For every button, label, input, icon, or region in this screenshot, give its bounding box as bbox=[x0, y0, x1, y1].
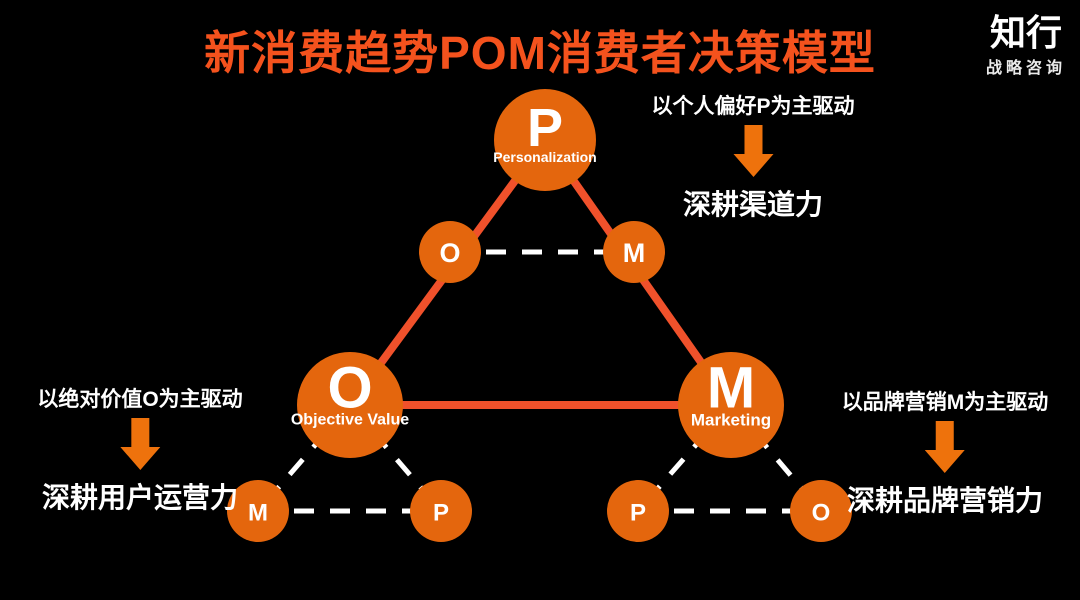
annotation-p-result: 深耕渠道力 bbox=[682, 189, 824, 220]
node-o-mid-letter: O bbox=[439, 238, 460, 268]
node-o-mid: O bbox=[419, 221, 481, 283]
annotation-m-driver: 以品牌营销M为主驱动 bbox=[841, 391, 1049, 414]
node-m-mid: M bbox=[603, 221, 665, 283]
node-m-label: Marketing bbox=[691, 411, 771, 430]
node-m-sub-left-letter: M bbox=[248, 500, 268, 527]
annotation-o-result: 深耕用户运营力 bbox=[41, 482, 238, 513]
down-arrow-icon bbox=[120, 418, 160, 470]
annotation-p-driver: 以个人偏好P为主驱动 bbox=[651, 95, 855, 118]
annotation-personalization: 以个人偏好P为主驱动 深耕渠道力 bbox=[651, 90, 854, 223]
brand-logo: 知行 战略咨询 bbox=[986, 12, 1066, 78]
node-o-label: Objective Value bbox=[291, 412, 409, 429]
node-m-mid-letter: M bbox=[623, 238, 646, 268]
node-marketing: M Marketing bbox=[678, 352, 784, 458]
node-p-sub-right: P bbox=[607, 480, 669, 542]
brand-logo-subtitle: 战略咨询 bbox=[985, 60, 1066, 78]
annotation-marketing: 以品牌营销M为主驱动 深耕品牌营销力 bbox=[842, 386, 1049, 519]
node-p-sub-right-letter: P bbox=[630, 500, 646, 527]
node-personalization: P Personalization bbox=[493, 89, 597, 191]
node-p-sub-left-letter: P bbox=[433, 500, 449, 527]
node-p-letter: P bbox=[527, 98, 563, 158]
node-m-letter: M bbox=[707, 356, 755, 421]
annotation-m-result: 深耕品牌营销力 bbox=[846, 485, 1043, 516]
annotation-o-driver: 以绝对价值O为主驱动 bbox=[37, 388, 243, 411]
down-arrow-icon bbox=[732, 125, 773, 177]
node-p-label: Personalization bbox=[493, 149, 596, 165]
brand-logo-name: 知行 bbox=[989, 12, 1062, 53]
node-o-sub-right: O bbox=[790, 480, 852, 542]
node-o-letter: O bbox=[327, 356, 372, 421]
annotation-objective-value: 以绝对价值O为主驱动 深耕用户运营力 bbox=[37, 383, 242, 516]
down-arrow-icon bbox=[925, 421, 965, 473]
node-o-sub-right-letter: O bbox=[812, 500, 831, 527]
node-m-sub-left: M bbox=[227, 480, 289, 542]
node-objective-value: O Objective Value bbox=[291, 352, 409, 458]
page-title: 新消费趋势POM消费者决策模型 bbox=[204, 27, 876, 79]
node-p-sub-left: P bbox=[410, 480, 472, 542]
